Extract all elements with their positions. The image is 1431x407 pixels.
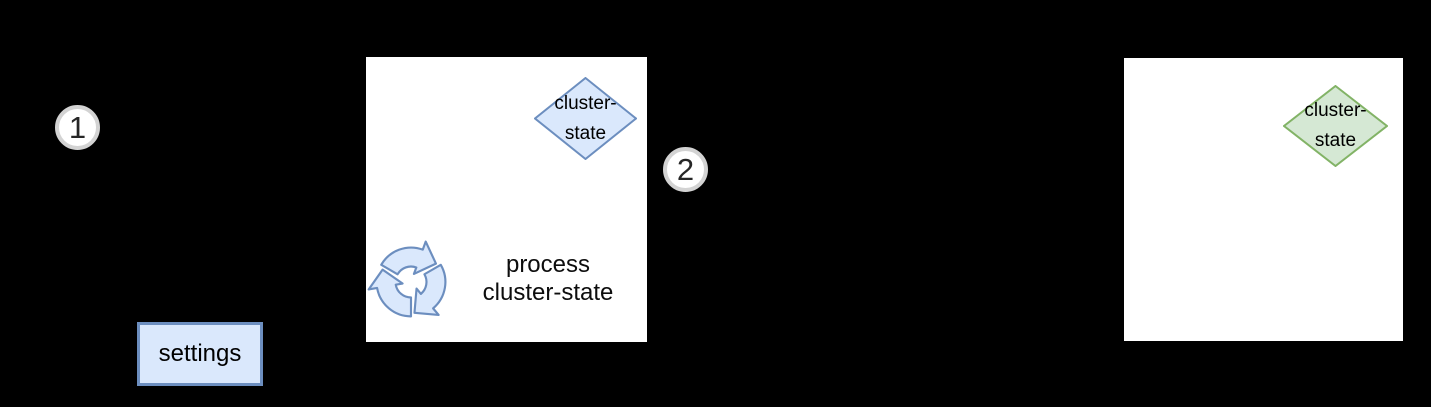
settings-node: settings	[137, 322, 263, 386]
settings-node-label: settings	[158, 340, 242, 367]
cluster-state-diamond-green-label: cluster- state	[1304, 100, 1367, 151]
step-badge-1-label: 1	[68, 109, 87, 145]
diamond-shape	[1283, 85, 1388, 167]
cluster-state-diamond-blue-label: cluster- state	[554, 92, 617, 144]
step-badge-1: 1	[55, 105, 100, 150]
recycle-icon	[366, 239, 456, 325]
step-badge-2-label: 2	[676, 151, 695, 187]
step-badge-2: 2	[663, 147, 708, 192]
diamond-shape	[534, 77, 637, 160]
cluster-state-diamond-blue: cluster- state	[534, 77, 637, 160]
cluster-state-diamond-green: cluster- state	[1283, 85, 1388, 167]
process-panel-label: process cluster-state	[482, 251, 614, 306]
